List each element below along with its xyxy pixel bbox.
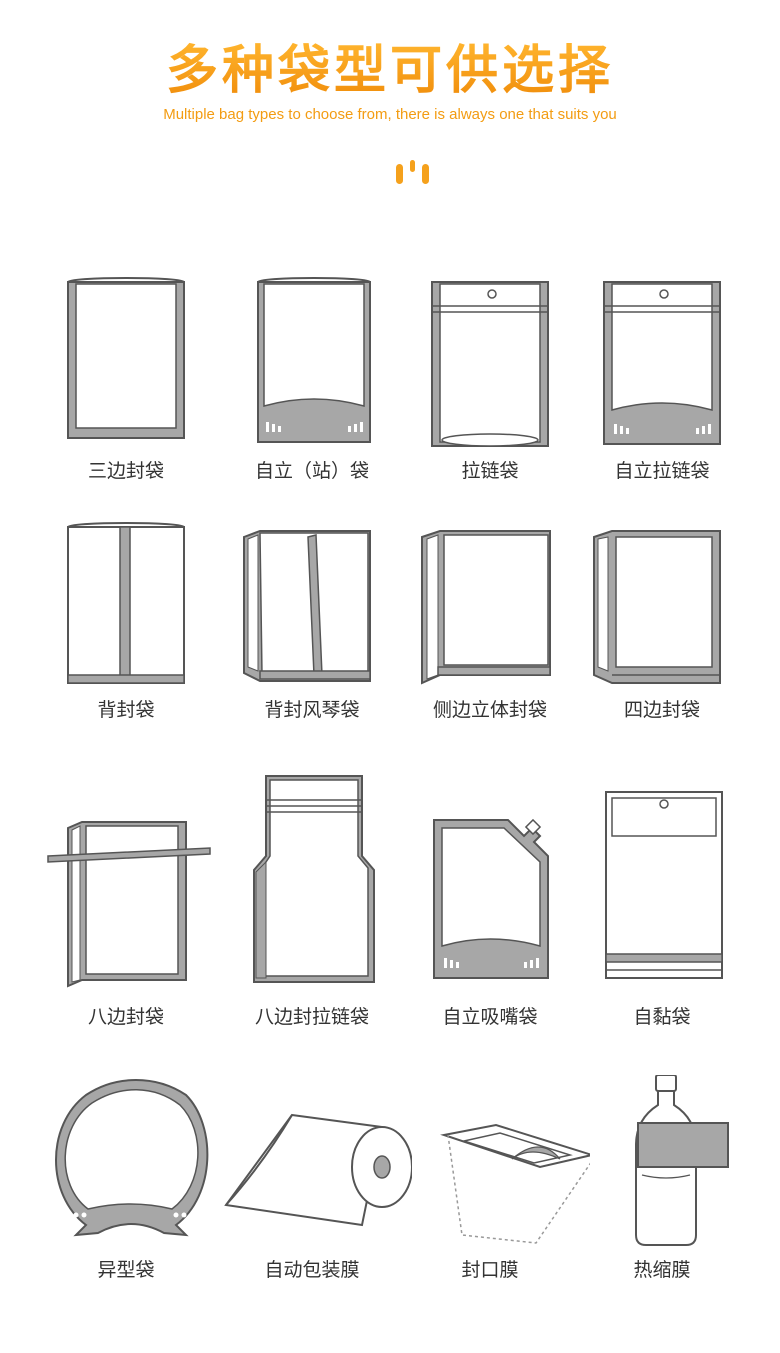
bag-item-stand-up-zipper: 自立拉链袋 [572, 270, 752, 500]
bag-label: 自立（站）袋 [254, 460, 369, 482]
bag-item-sealing-film: 封口膜 [400, 1075, 590, 1305]
bag-item-three-side-seal: 三边封袋 [36, 270, 216, 500]
zipper-bag-icon [431, 281, 549, 447]
bag-item-side-gusset: 侧边立体封袋 [400, 515, 580, 745]
page-title: 多种袋型可供选择 [165, 41, 614, 101]
bag-label: 自黏袋 [633, 1006, 691, 1028]
eight-side-zipper-bag-icon [253, 775, 375, 983]
bag-label: 背封袋 [97, 699, 155, 721]
stand-up-zipper-bag-icon [603, 281, 721, 445]
bag-label: 热缩膜 [633, 1259, 691, 1281]
shaped-bag-icon [55, 1079, 209, 1237]
bag-label: 自立拉链袋 [614, 460, 710, 482]
spout-pouch-icon [433, 818, 549, 979]
self-adhesive-bag-icon [605, 791, 723, 979]
bag-item-shaped: 异型袋 [36, 1075, 216, 1305]
bag-item-self-adhesive: 自黏袋 [572, 770, 752, 1028]
bag-label: 异型袋 [97, 1259, 155, 1281]
bag-item-four-side-seal: 四边封袋 [572, 515, 752, 745]
stand-up-pouch-icon [257, 277, 371, 443]
eight-side-seal-bag-icon [47, 821, 211, 988]
bag-item-spout-pouch: 自立吸嘴袋 [400, 770, 580, 1028]
bag-label: 四边封袋 [623, 699, 700, 721]
three-side-seal-bag-icon [67, 277, 185, 439]
back-seal-gusset-bag-icon [243, 530, 371, 682]
bag-item-eight-side-seal: 八边封袋 [36, 770, 216, 1028]
shrink-film-bottle-icon [635, 1075, 729, 1246]
bag-label: 八边封拉链袋 [254, 1006, 369, 1028]
side-gusset-bag-icon [421, 530, 551, 685]
bag-item-stand-up-pouch: 自立（站）袋 [222, 270, 402, 500]
bag-item-back-seal: 背封袋 [36, 515, 216, 745]
decoration-bars-icon [396, 160, 429, 184]
bag-label: 自动包装膜 [264, 1259, 360, 1281]
page-subtitle: Multiple bag types to choose from, there… [163, 106, 617, 123]
bag-item-eight-side-zipper: 八边封拉链袋 [222, 770, 402, 1028]
four-side-seal-bag-icon [593, 530, 721, 684]
bag-label: 背封风琴袋 [264, 699, 360, 721]
bag-label: 八边封袋 [87, 1006, 164, 1028]
packaging-film-roll-icon [224, 1113, 412, 1227]
bag-label: 侧边立体封袋 [432, 699, 547, 721]
bag-label: 封口膜 [461, 1259, 519, 1281]
bag-item-back-seal-gusset: 背封风琴袋 [222, 515, 402, 745]
bag-item-zipper: 拉链袋 [400, 270, 580, 500]
bag-label: 拉链袋 [461, 460, 519, 482]
bag-label: 三边封袋 [87, 460, 164, 482]
bag-item-film-roll: 自动包装膜 [222, 1075, 412, 1305]
bag-label: 自立吸嘴袋 [442, 1006, 538, 1028]
bag-item-shrink-film: 热缩膜 [572, 1075, 752, 1305]
sealing-film-icon [440, 1123, 590, 1244]
back-seal-bag-icon [67, 522, 185, 684]
